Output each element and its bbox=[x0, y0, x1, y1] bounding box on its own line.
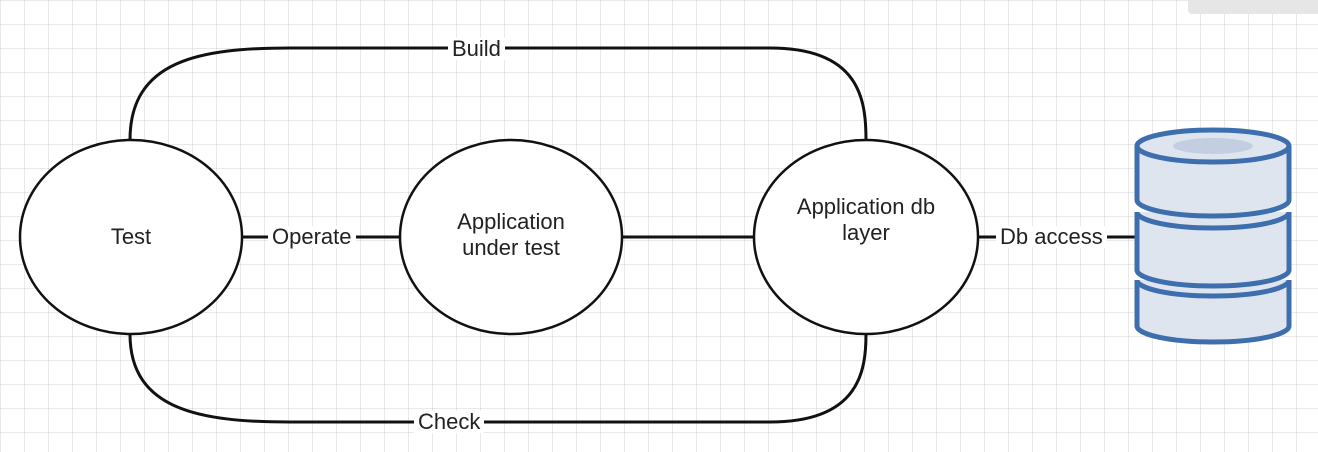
node-test-label: Test bbox=[81, 224, 181, 250]
node-app-under-test-line1: Application bbox=[457, 209, 565, 234]
node-app-under-test bbox=[398, 138, 624, 336]
edge-build bbox=[128, 46, 868, 141]
node-app-under-test-line2: under test bbox=[462, 235, 560, 260]
node-app-db-layer bbox=[752, 138, 980, 336]
edge-check-label: Check bbox=[414, 411, 485, 433]
edge-operate-label: Operate bbox=[268, 226, 356, 248]
database-icon bbox=[1134, 127, 1292, 345]
node-app-db-layer-line1: Application db bbox=[796, 194, 936, 219]
node-app-db-layer-line2: layer bbox=[842, 220, 890, 245]
node-app-db-layer-label: Application db layer bbox=[770, 194, 962, 246]
edge-check bbox=[128, 333, 868, 424]
toolbar-corner bbox=[1188, 0, 1318, 14]
edge-build-label: Build bbox=[448, 38, 505, 60]
node-test bbox=[18, 138, 244, 336]
node-test-text: Test bbox=[110, 224, 152, 249]
edge-db-access-label: Db access bbox=[996, 226, 1107, 248]
node-app-under-test-label: Application under test bbox=[421, 209, 601, 261]
